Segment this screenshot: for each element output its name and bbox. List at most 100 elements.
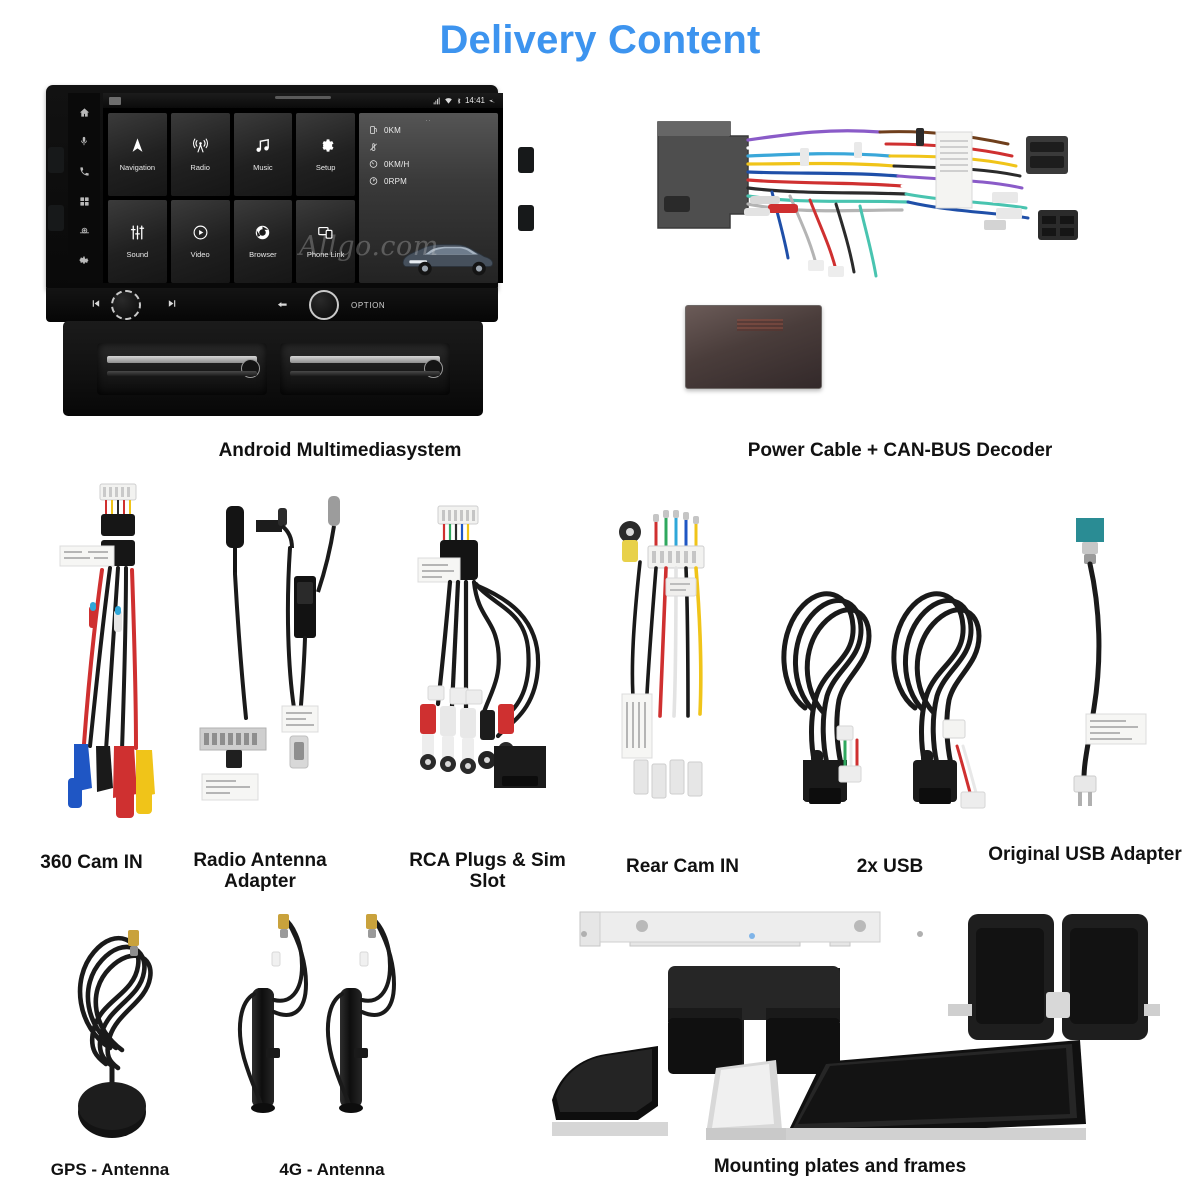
- caption-mounting-plates-frames: Mounting plates and frames: [713, 1156, 967, 1177]
- android-multimedia-system-image: 14:41 Navigation: [28, 85, 534, 425]
- caption-rear-cam-in: Rear Cam IN: [626, 856, 739, 877]
- app-tile-setup[interactable]: Setup: [296, 113, 355, 196]
- caption-4g-antenna: 4G - Antenna: [279, 1160, 385, 1179]
- air-vent-right: [279, 342, 450, 395]
- app-label: Phone Link: [306, 250, 345, 260]
- decoder-sticker: [737, 319, 784, 331]
- option-label: OPTION: [351, 300, 386, 310]
- back-arrow-icon[interactable]: [276, 296, 289, 314]
- caption-original-usb-adapter: Original USB Adapter: [988, 844, 1182, 865]
- radio-antenna-adapter-graphic: [199, 496, 340, 801]
- app-tile-video[interactable]: Video: [170, 200, 230, 283]
- mounting-plates-graphic: [552, 911, 1166, 1140]
- mount-tab-right-top: [518, 147, 534, 173]
- app-tile-navigation[interactable]: Navigation: [108, 113, 167, 196]
- rear-cam-cable-graphic: [619, 510, 705, 799]
- volume-knob[interactable]: [111, 290, 141, 320]
- app-tile-browser[interactable]: Browser: [233, 200, 293, 283]
- stat-rpm: 0RPM: [369, 173, 498, 190]
- settings-gear-icon[interactable]: [79, 253, 90, 271]
- radio-antenna-adapter-image: [190, 478, 370, 823]
- home-icon[interactable]: [79, 105, 90, 123]
- rpm-icon: [369, 173, 378, 191]
- vent-knob-left[interactable]: [240, 358, 260, 378]
- 4g-antenna-graphic: [237, 914, 397, 1113]
- app-label: Radio: [190, 163, 210, 173]
- vehicle-info-panel[interactable]: .. 0KM: [359, 113, 498, 283]
- speedometer-icon: [369, 156, 378, 174]
- 2x-usb-image: [765, 498, 1015, 823]
- phone-link-icon: [317, 224, 334, 246]
- head-unit-screen[interactable]: 14:41 Navigation: [103, 93, 503, 283]
- caption-360-cam-in: 360 Cam IN: [40, 852, 143, 873]
- status-bar: 14:41: [103, 93, 503, 108]
- head-unit-control-bar[interactable]: OPTION: [46, 288, 498, 322]
- original-usb-adapter-image: [1040, 498, 1160, 823]
- microphone-icon[interactable]: [79, 134, 89, 152]
- power-cable-canbus-image: [640, 100, 1100, 420]
- stat-speed: 0KM/H: [369, 156, 498, 173]
- app-label: Setup: [315, 163, 336, 173]
- next-track-icon[interactable]: [167, 296, 178, 314]
- air-vent-assembly: [63, 321, 483, 416]
- caption-gps-antenna: GPS - Antenna: [50, 1160, 170, 1179]
- bluetooth-icon: [456, 93, 462, 110]
- mount-tab-left-bottom: [48, 205, 64, 231]
- back-icon[interactable]: [488, 93, 497, 110]
- tune-knob[interactable]: [309, 290, 339, 320]
- phone-icon[interactable]: [79, 164, 90, 182]
- app-tile-phone-link[interactable]: Phone Link: [296, 200, 355, 283]
- signal-icon: [433, 93, 441, 110]
- head-unit-side-rail[interactable]: [68, 93, 100, 283]
- 360-cam-in-image: [40, 478, 210, 823]
- wifi-icon: [444, 93, 453, 110]
- vent-knob-right[interactable]: [423, 358, 443, 378]
- gps-antenna-image: [50, 908, 220, 1143]
- temperature-icon: [369, 139, 378, 157]
- 4g-antenna-image: [230, 908, 440, 1143]
- app-tile-music[interactable]: Music: [233, 113, 293, 196]
- gear-icon: [317, 137, 334, 159]
- caption-2x-usb: 2x USB: [856, 856, 924, 877]
- music-note-icon: [254, 137, 271, 159]
- stat-fuel-range: 0KM: [369, 122, 498, 139]
- radio-tower-icon: [192, 137, 209, 159]
- apps-grid-icon[interactable]: [79, 194, 90, 212]
- app-label: Music: [253, 163, 273, 173]
- previous-track-icon[interactable]: [90, 296, 101, 314]
- usb-cables-graphic: [781, 591, 986, 809]
- mounting-plates-frames-image: [540, 900, 1166, 1150]
- mount-tab-left-top: [48, 147, 64, 173]
- app-label: Sound: [126, 250, 149, 260]
- stat-temperature: [369, 139, 498, 156]
- app-tile-radio[interactable]: Radio: [170, 113, 230, 196]
- status-bar-time: 14:41: [464, 95, 485, 105]
- rca-sim-graphic: [417, 505, 546, 788]
- caption-radio-antenna-adapter: Radio Antenna Adapter: [193, 850, 327, 893]
- fuel-icon: [369, 122, 378, 140]
- app-label: Video: [190, 250, 210, 260]
- stat-value: 0KM: [384, 126, 402, 135]
- page-title: Delivery Content: [439, 18, 761, 62]
- air-vent-left: [96, 342, 267, 395]
- rca-plugs-sim-slot-image: [398, 498, 578, 823]
- wiring-harness-graphic: [657, 121, 1078, 278]
- mount-tab-right-bottom: [518, 205, 534, 231]
- head-unit-shell: 14:41 Navigation: [46, 85, 534, 290]
- equalizer-icon: [129, 224, 146, 246]
- status-bar-handle: [275, 96, 331, 99]
- camera-icon[interactable]: [79, 223, 90, 241]
- 360-cam-cable-graphic: [59, 483, 155, 818]
- app-tile-sound[interactable]: Sound: [108, 200, 167, 283]
- navigation-arrow-icon: [129, 137, 146, 159]
- panel-dots: ..: [425, 116, 432, 123]
- stat-value: 0KM/H: [384, 160, 410, 169]
- usb-adapter-graphic: [1073, 518, 1147, 806]
- rear-cam-in-image: [600, 498, 750, 823]
- chrome-browser-icon: [254, 224, 271, 246]
- gps-antenna-graphic: [77, 930, 153, 1138]
- play-circle-icon: [192, 224, 209, 246]
- app-grid[interactable]: Navigation Radio Music: [103, 108, 355, 283]
- recents-icon[interactable]: [109, 96, 121, 105]
- caption-power-cable-canbus: Power Cable + CAN-BUS Decoder: [747, 440, 1053, 461]
